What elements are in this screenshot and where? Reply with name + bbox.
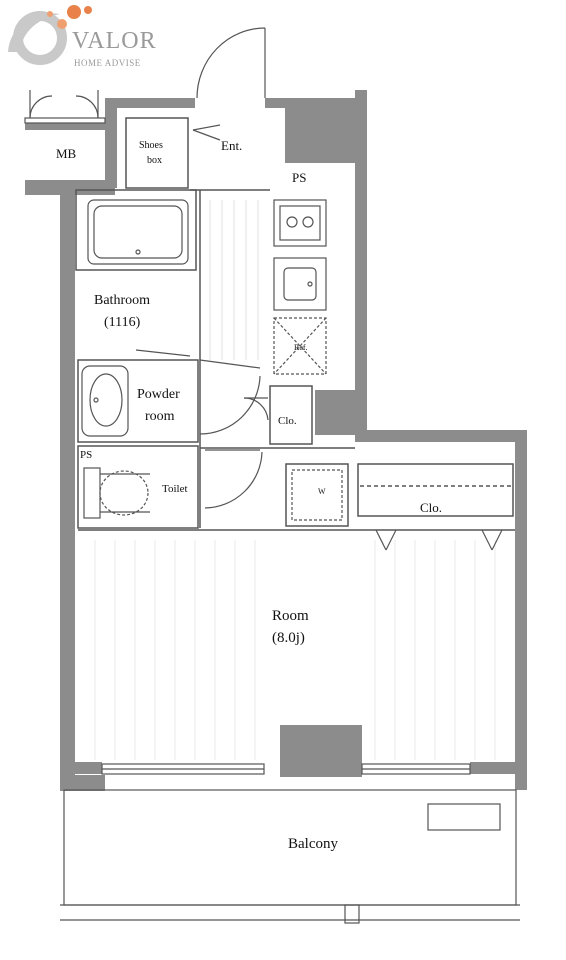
room-label: Room [272,608,309,624]
brand-tagline: HOME ADVISE [74,58,141,68]
bathroom-size-label: (1116) [104,315,141,330]
mb-label: MB [56,146,77,161]
balcony-area [60,789,520,924]
entrance-door-icon [192,27,266,141]
stove-icon [273,199,327,247]
ps-left-label: PS [80,449,92,461]
refrigerator-label: Ref. [294,343,308,352]
entrance-label: Ent. [221,138,242,153]
shoes-box-label-line1: Shoes [139,140,163,151]
logo-circle-icon [13,11,67,65]
logo-dot-icon [47,11,53,17]
bathroom-label: Bathroom [94,293,150,308]
washer-label: W [318,487,326,496]
interior-walls [75,117,515,531]
powder-room-label-line1: Powder [137,387,180,402]
closet-small-label: Clo. [278,415,297,427]
outer-walls [25,90,527,791]
toilet-label: Toilet [162,483,188,495]
interior-doors-icon [135,349,503,551]
room-size-label: (8.0j) [272,630,305,646]
kitchen-sink-icon [273,257,327,311]
logo-dot-icon [84,6,92,14]
closet-large-label: Clo. [420,500,442,515]
toilet-icon [83,467,150,519]
brand-name: VALOR [72,28,157,54]
hallway-floor [209,200,259,360]
windows [101,763,471,775]
refrigerator-icon [273,317,327,375]
washbasin-icon [81,365,129,437]
powder-room-label-line2: room [145,409,175,424]
washer-icon [291,469,343,521]
room-floor [94,540,496,760]
mb-doors-icon [24,90,106,124]
valor-logo: VALOR HOME ADVISE [8,5,157,68]
shoes-box-label-line2: box [147,155,162,166]
bathtub-icon [87,199,189,265]
logo-dot-icon [67,5,81,19]
ps-top-label: PS [292,170,306,185]
logo-dot-icon [57,19,67,29]
balcony-label: Balcony [288,836,338,852]
